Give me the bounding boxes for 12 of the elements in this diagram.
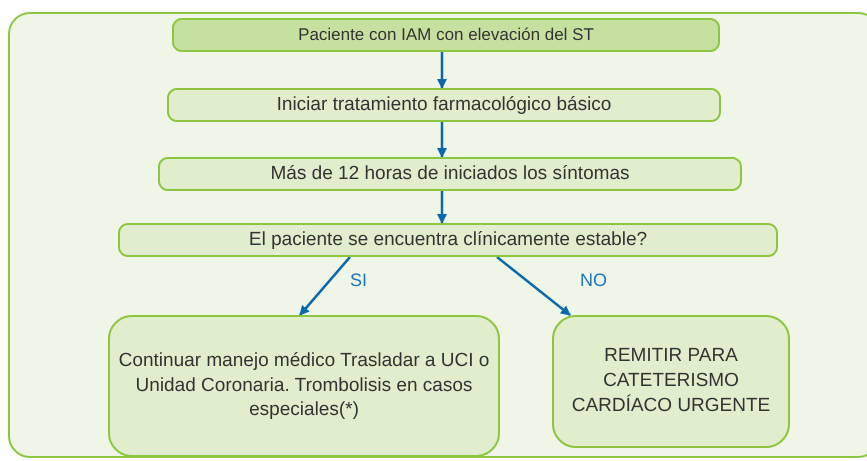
arrow: [496, 256, 571, 316]
arrow: [437, 191, 447, 224]
arrow: [437, 122, 447, 158]
process-box: Iniciar tratamiento farmacológico básico: [167, 88, 721, 122]
process-box: Paciente con IAM con elevación del ST: [172, 18, 720, 52]
process-box: REMITIR PARA CATETERISMO CARDÍACO URGENTE: [552, 315, 790, 448]
decision-box: El paciente se encuentra clínicamente estable?: [118, 223, 778, 257]
arrow: [437, 52, 447, 89]
process-box: Continuar manejo médico Trasladar a UCI o Unidad Coronaria. Trombolisis en casos especiales(*): [108, 315, 500, 457]
panel-background: [8, 12, 867, 458]
arrow: [299, 256, 351, 316]
process-box: Más de 12 horas de iniciados los síntomas: [158, 157, 742, 191]
